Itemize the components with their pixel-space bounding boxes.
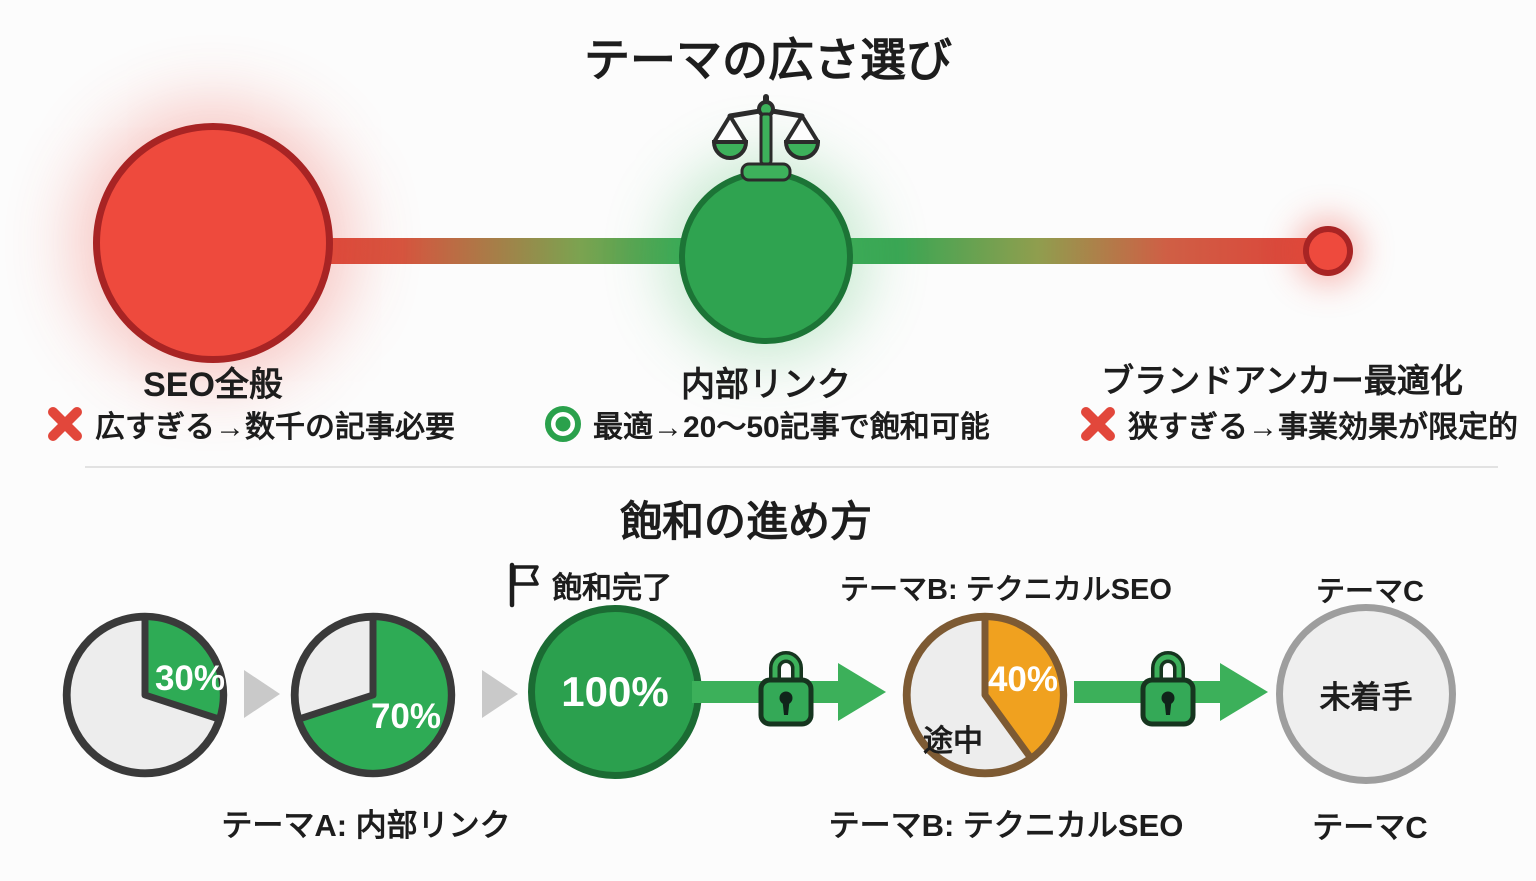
pie-theme-a-30 <box>62 612 228 778</box>
section-divider <box>85 466 1498 468</box>
chevron-right-icon <box>482 670 518 718</box>
pie-theme-a-100: 100% <box>528 605 702 779</box>
pie-30-percent-label: 30% <box>154 659 226 698</box>
note-internal-link: 最適→20〜50記事で飽和可能 <box>543 402 990 446</box>
pie-theme-b-40 <box>902 612 1068 778</box>
double-circle-ok-icon <box>545 406 581 442</box>
cross-icon <box>48 407 82 441</box>
balance-scale-icon <box>711 94 821 182</box>
pie-100-percent-label: 100% <box>561 668 669 715</box>
brand-anchor-circle <box>1303 226 1353 276</box>
theme-a-label: テーマA: 内部リンク <box>221 808 511 843</box>
option-label-internal-link: 内部リンク <box>681 366 851 404</box>
pie-40-status-label: 途中 <box>923 725 983 758</box>
theme-c-bottom-label: テーマC <box>1312 810 1428 845</box>
option-label-brand-anchor: ブランドアンカー最適化 <box>1101 362 1463 399</box>
pie-theme-a-70 <box>290 612 456 778</box>
untouched-status-label: 未着手 <box>1319 679 1413 715</box>
seo-general-circle <box>93 123 333 363</box>
bottom-section-title: 飽和の進め方 <box>619 498 872 545</box>
option-label-seo-general: SEO全般 <box>143 366 283 404</box>
note-seo-general: 広すぎる→数千の記事必要 <box>45 402 455 446</box>
note-internal-link-text: 最適→20〜50記事で飽和可能 <box>593 411 990 444</box>
top-section-title: テーマの広さ選び <box>584 34 952 86</box>
saturation-complete-text: 飽和完了 <box>552 572 672 605</box>
note-brand-anchor: 狭すぎる→事業効果が限定的 <box>1078 402 1518 446</box>
note-seo-general-text: 広すぎる→数千の記事必要 <box>95 411 455 444</box>
theme-b-top-label: テーマB: テクニカルSEO <box>840 574 1172 606</box>
cross-icon <box>1081 407 1115 441</box>
flag-icon <box>509 562 539 608</box>
note-brand-anchor-text: 狭すぎる→事業効果が限定的 <box>1128 411 1518 444</box>
pie-70-percent-label: 70% <box>370 697 442 736</box>
circle-theme-c-untouched: 未着手 <box>1276 604 1456 784</box>
pie-40-percent-label: 40% <box>987 660 1059 699</box>
theme-c-top-label: テーマC <box>1316 576 1424 608</box>
theme-b-bottom-label: テーマB: テクニカルSEO <box>828 808 1184 843</box>
chevron-right-icon <box>244 670 280 718</box>
lock-icon <box>1140 651 1196 727</box>
saturation-complete-caption: 飽和完了 <box>506 562 672 608</box>
internal-link-circle <box>679 170 853 344</box>
lock-icon <box>758 651 814 727</box>
